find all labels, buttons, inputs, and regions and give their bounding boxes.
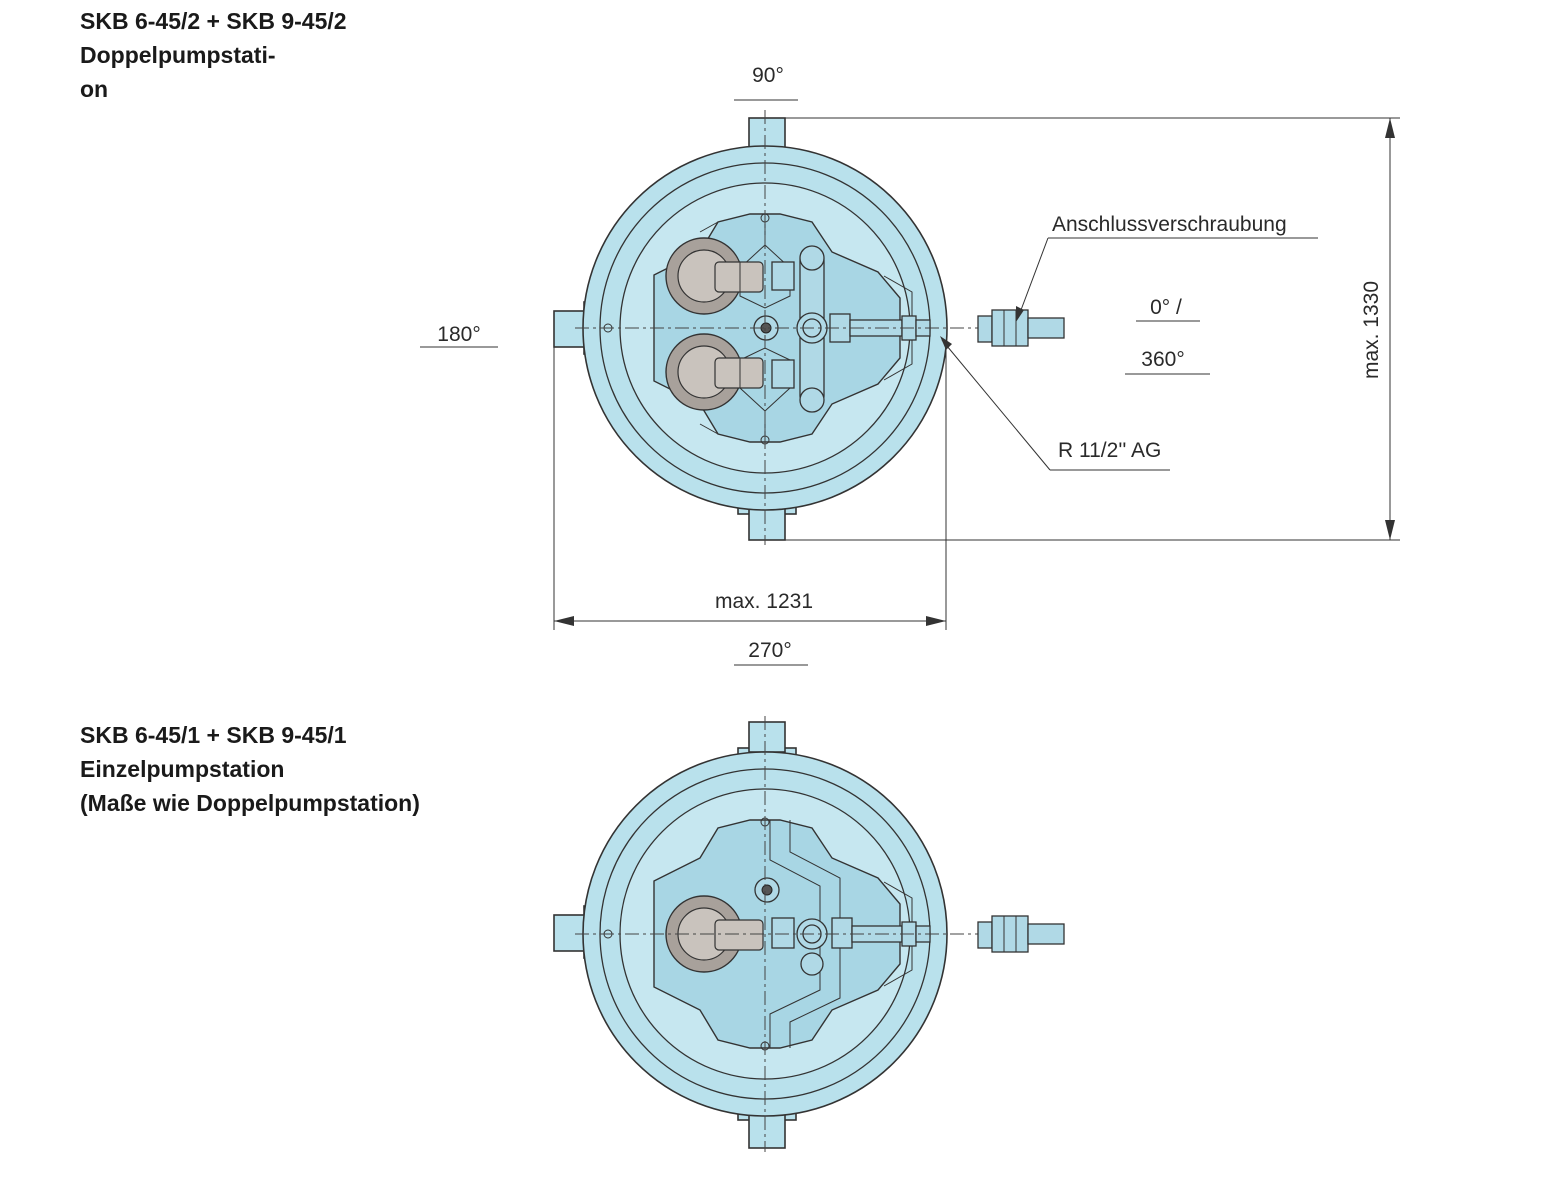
title-double-station: SKB 6-45/2 + SKB 9-45/2 Doppelpumpstati-… bbox=[80, 4, 347, 106]
double-pump-station-drawing: max. 1231 max. 1330 90° 180° 0° / 360° 2… bbox=[420, 64, 1400, 666]
single-pump-station-drawing bbox=[553, 716, 1065, 1152]
width-arrow-right bbox=[926, 616, 946, 626]
connection-label: Anschlussverschraubung bbox=[1052, 213, 1287, 236]
height-arrow-bottom bbox=[1385, 520, 1395, 540]
height-arrow-top bbox=[1385, 118, 1395, 138]
title-single-name: Einzelpumpstation bbox=[80, 756, 285, 782]
connection-arrow bbox=[1016, 306, 1024, 322]
single-fitting-pipe bbox=[1027, 923, 1065, 945]
pump-2-motor bbox=[714, 357, 764, 389]
fitting-nut bbox=[977, 315, 993, 343]
fitting-body bbox=[991, 309, 1029, 347]
width-label: max. 1231 bbox=[715, 590, 813, 613]
title-double-name: Doppelpumpstati- bbox=[80, 42, 276, 68]
title-double-model: SKB 6-45/2 + SKB 9-45/2 bbox=[80, 8, 347, 34]
single-check-valve bbox=[831, 917, 853, 949]
title-single-note: (Maße wie Doppelpumpstation) bbox=[80, 790, 420, 816]
single-top-nozzle bbox=[748, 721, 786, 753]
single-upper-valve-core bbox=[761, 884, 773, 896]
single-fitting-body bbox=[991, 915, 1029, 953]
single-flange bbox=[800, 952, 824, 976]
width-arrow-left bbox=[554, 616, 574, 626]
single-pump-motor bbox=[714, 919, 764, 951]
angle-360-label: 360° bbox=[1141, 348, 1184, 371]
connection-leader bbox=[1017, 237, 1049, 319]
angle-90-label: 90° bbox=[752, 64, 784, 87]
angle-0-label: 0° / bbox=[1150, 296, 1182, 319]
height-label: max. 1330 bbox=[1360, 281, 1383, 379]
title-double-name-cont: on bbox=[80, 76, 109, 102]
single-valve bbox=[771, 917, 795, 949]
angle-270-label: 270° bbox=[748, 639, 791, 662]
thread-arrow bbox=[940, 336, 952, 350]
hook-marks bbox=[699, 221, 719, 435]
valve-1 bbox=[771, 261, 795, 291]
bottom-nozzle bbox=[748, 507, 786, 541]
valve-2 bbox=[771, 359, 795, 389]
flange-bottom bbox=[799, 387, 825, 413]
title-single-model: SKB 6-45/1 + SKB 9-45/1 bbox=[80, 722, 347, 748]
thread-label: R 11/2'' AG bbox=[1058, 439, 1161, 462]
fitting-pipe bbox=[1027, 317, 1065, 339]
single-fitting-nut bbox=[977, 921, 993, 949]
flange-top bbox=[799, 245, 825, 271]
angle-180-label: 180° bbox=[437, 323, 480, 346]
pump-1-motor bbox=[714, 261, 764, 293]
title-single-station: SKB 6-45/1 + SKB 9-45/1 Einzelpumpstatio… bbox=[80, 718, 420, 820]
thread-leader bbox=[941, 339, 1051, 471]
single-bottom-nozzle bbox=[748, 1113, 786, 1149]
